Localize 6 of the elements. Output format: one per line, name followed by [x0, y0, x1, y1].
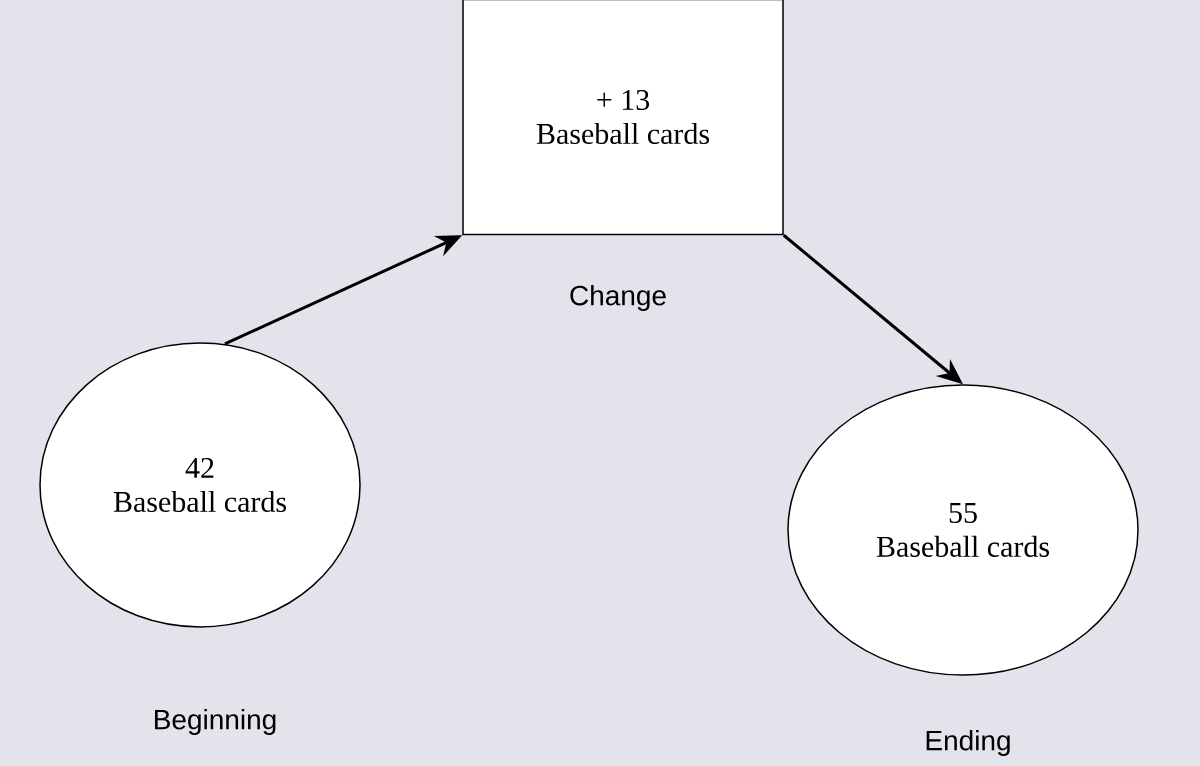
- oval-node: 42 Baseball cards: [39, 342, 361, 628]
- process-box: + 13 Baseball cards: [462, 0, 784, 236]
- caption-label: Ending: [926, 729, 1010, 757]
- caption-label: Beginning: [155, 708, 276, 736]
- caption-label: Change: [570, 284, 666, 312]
- oval-node: 55 Baseball cards: [787, 384, 1139, 676]
